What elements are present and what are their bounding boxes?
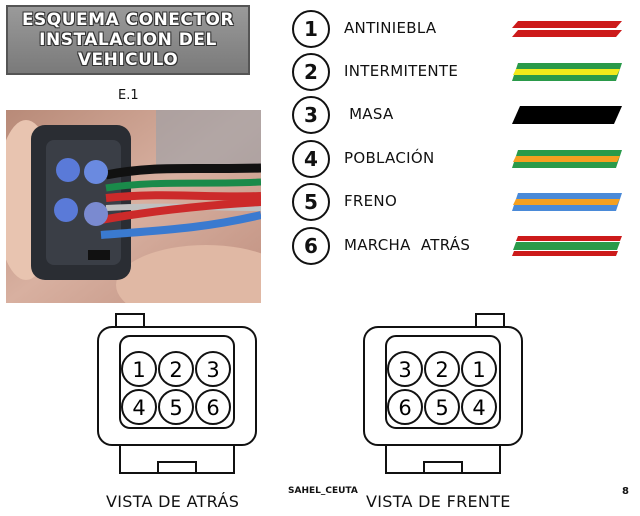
rear-view-connector: 1 2 3 4 5 6 [97,313,257,474]
svg-text:6: 6 [398,396,411,420]
title-banner: ESQUEMA CONECTOR INSTALACION DEL VEHICUL… [6,5,250,75]
front-pin-3: 3 [387,351,423,387]
title-line-2: INSTALACION DEL [39,30,217,50]
rear-pin-6: 6 [195,389,231,425]
photo-caption: E.1 [118,88,139,103]
front-pin-2: 2 [424,351,460,387]
svg-text:1: 1 [132,358,145,382]
legend-row-6: 6 MARCHA ATRÁS [292,227,632,267]
svg-text:6: 6 [206,396,219,420]
rear-pin-5: 5 [158,389,194,425]
legend-row-3: 3 MASA [292,96,632,136]
rear-view-label: VISTA DE ATRÁS [106,492,240,511]
legend-row-2: 2 INTERMITENTE [292,53,632,93]
wire-swatch-4 [512,150,622,168]
svg-text:3: 3 [398,358,411,382]
wire-swatch-5 [512,193,622,211]
rear-pin-3: 3 [195,351,231,387]
front-view-connector: 3 2 1 6 5 4 [363,313,523,474]
front-pin-4: 4 [461,389,497,425]
legend-number-2: 2 [292,53,330,91]
rear-pin-4: 4 [121,389,157,425]
legend-number-5: 5 [292,183,330,221]
legend-number-4: 4 [292,140,330,178]
legend-label-6: MARCHA ATRÁS [344,236,471,254]
svg-text:1: 1 [472,358,485,382]
legend-row-5: 5 FRENO [292,183,632,223]
rear-pin-2: 2 [158,351,194,387]
svg-text:4: 4 [472,396,485,420]
svg-text:5: 5 [169,396,182,420]
legend-row-1: 1 ANTINIEBLA [292,10,632,50]
legend-number-6: 6 [292,227,330,265]
wire-swatch-3 [512,106,622,124]
connector-photo [6,110,261,303]
rear-pin-1: 1 [121,351,157,387]
svg-text:5: 5 [435,396,448,420]
legend-label-4: POBLACIÓN [344,149,435,167]
legend-label-2: INTERMITENTE [344,62,459,80]
svg-text:3: 3 [206,358,219,382]
svg-text:4: 4 [132,396,145,420]
front-view-label: VISTA DE FRENTE [366,492,511,511]
wire-swatch-6 [512,236,622,256]
front-pin-1: 1 [461,351,497,387]
legend-label-1: ANTINIEBLA [344,19,437,37]
wire-swatch-1 [512,21,622,37]
author-credit: SAHEL_CEUTA [288,486,358,496]
legend-label-5: FRENO [344,192,398,210]
title-line-1: ESQUEMA CONECTOR [21,10,235,30]
title-line-3: VEHICULO [77,50,179,70]
legend-number-3: 3 [292,96,330,134]
legend-label-3: MASA [344,105,394,123]
svg-text:2: 2 [435,358,448,382]
front-pin-5: 5 [424,389,460,425]
legend-number-1: 1 [292,10,330,48]
legend-row-4: 4 POBLACIÓN [292,140,632,180]
front-pin-6: 6 [387,389,423,425]
wire-swatch-2 [512,63,622,81]
page-number: 8 [622,486,629,497]
svg-text:2: 2 [169,358,182,382]
